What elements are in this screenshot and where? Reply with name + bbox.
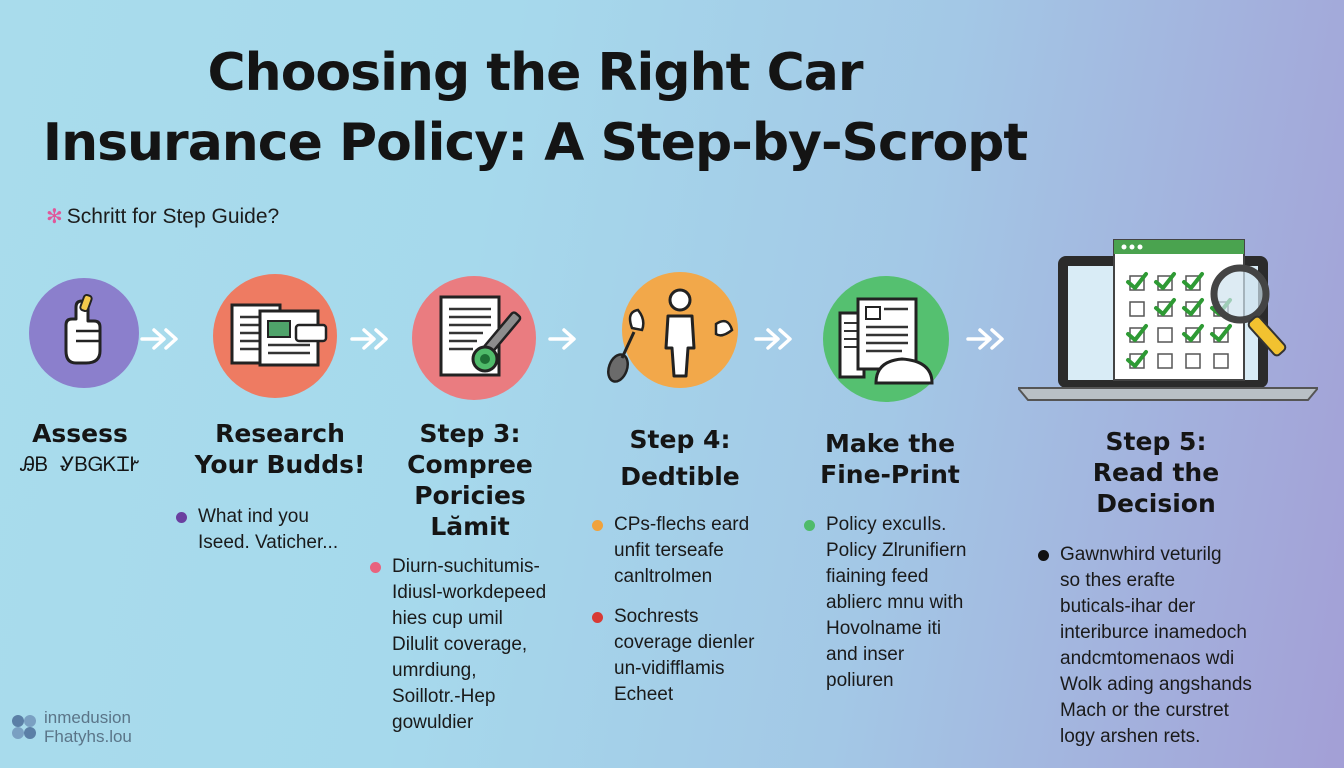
step-3-policy-magnifier-icon bbox=[412, 276, 536, 400]
list-item: Diurn-suchitumis- Idiusl-workdepeed hies… bbox=[366, 554, 576, 736]
step-2-documents-icon bbox=[213, 274, 337, 398]
step-6-heading: Step 5: Read the Decision bbox=[1092, 427, 1220, 518]
step-4-person-icon bbox=[607, 272, 738, 388]
title-line-1: Choosing the Right Car bbox=[207, 43, 864, 103]
step-6-bullets: Gawnwhird veturilg so thes erafte butica… bbox=[1034, 542, 1334, 756]
bullet-dot-icon bbox=[804, 520, 815, 531]
arrow-icon-2 bbox=[350, 328, 388, 350]
list-item: Policy excuIls. Policy Zlrunifiern fiain… bbox=[800, 512, 1010, 694]
step-1-hand-icon bbox=[29, 278, 139, 388]
subtitle-text: Schritt for Step Guide? bbox=[66, 204, 280, 228]
step-3-bullets: Diurn-suchitumis- Idiusl-workdepeed hies… bbox=[366, 554, 576, 742]
bullet-dot-icon bbox=[1038, 550, 1049, 561]
step-4-bullets: CPs-flechs eard unfit tersеafe canltrolm… bbox=[588, 512, 798, 714]
arrow-icon-4 bbox=[754, 328, 792, 350]
step-5-bullets: Policy excuIls. Policy Zlrunifiern fiain… bbox=[800, 512, 1010, 700]
brand-mark-icon bbox=[12, 715, 36, 739]
arrow-icon-5 bbox=[966, 328, 1004, 350]
arrow-icon-1 bbox=[140, 328, 178, 350]
bullet-dot-icon bbox=[176, 512, 187, 523]
step-5-heading: Make the Fine-Print bbox=[820, 429, 960, 489]
list-item: Gawnwhird veturilg so thes erafte butica… bbox=[1034, 542, 1334, 750]
step-2-heading: Research Your Budds! bbox=[194, 419, 366, 479]
arrow-icon-3 bbox=[548, 328, 576, 350]
laptop-checklist-icon bbox=[1018, 239, 1318, 401]
list-item: CPs-flechs eard unfit tersеafe canltrolm… bbox=[588, 512, 798, 590]
list-item: Sochrests coverage dienler un-vidifflami… bbox=[588, 604, 798, 708]
brand-line-2: Fhatyhs.lou bbox=[44, 727, 132, 746]
step-1-heading: Assess ᎯᏴ ᎽᏴᏀᏦᏆᎨ bbox=[20, 419, 140, 476]
asterisk-icon: ✻ bbox=[46, 206, 63, 228]
step-2-bullets: What ind you Iseed. Vaticher... bbox=[172, 504, 372, 562]
title-line-2: Insurance Policy: A Step-by-Scropt bbox=[42, 113, 1029, 173]
bullet-dot-icon bbox=[370, 562, 381, 573]
page-title: Choosing the Right Car Insurance Policy:… bbox=[40, 38, 1030, 178]
step-3-heading: Step 3: Compree Poricies Lămit bbox=[407, 419, 533, 541]
step-5-fine-print-icon bbox=[823, 276, 949, 402]
brand-logo: inmedusion Fhatyhs.lou bbox=[10, 708, 132, 746]
bullet-dot-icon bbox=[592, 612, 603, 623]
list-item: What ind you Iseed. Vaticher... bbox=[172, 504, 372, 556]
subtitle: ✻ Schritt for Step Guide? bbox=[46, 204, 279, 229]
bullet-dot-icon bbox=[592, 520, 603, 531]
step-4-heading: Step 4: Dedtible bbox=[620, 425, 740, 491]
brand-line-1: inmedusion bbox=[44, 708, 131, 727]
